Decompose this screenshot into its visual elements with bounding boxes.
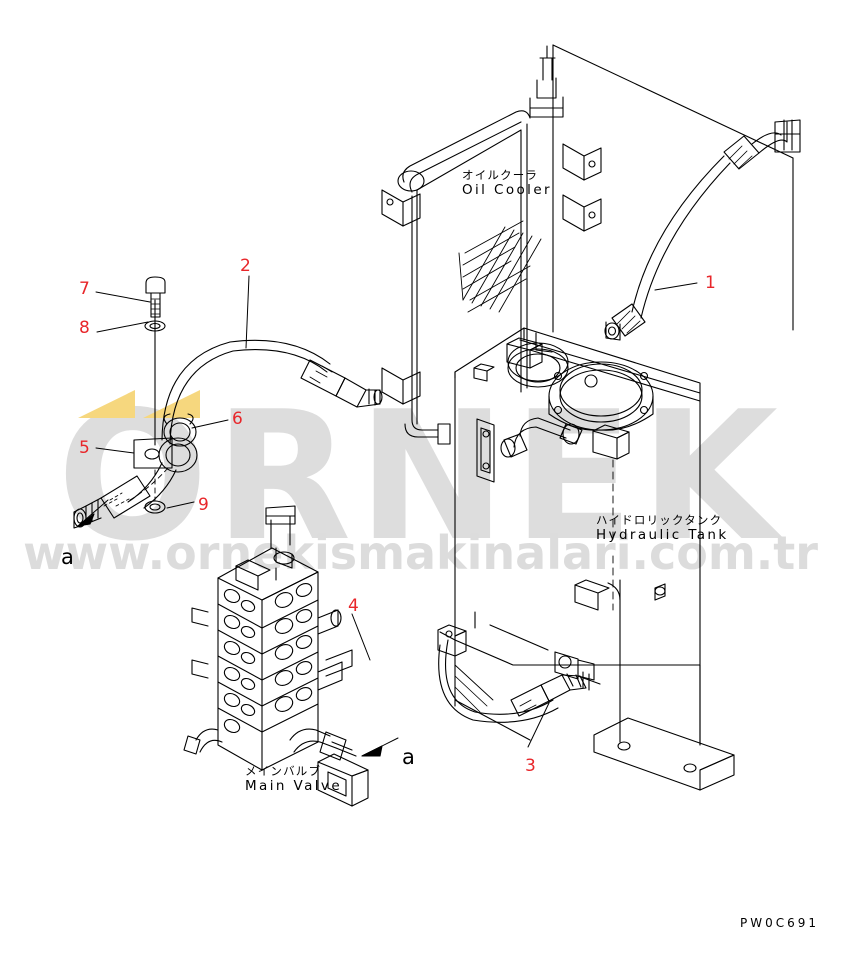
callout-2[interactable]: 2: [240, 256, 251, 276]
callout-6[interactable]: 6: [232, 409, 243, 429]
callout-7[interactable]: 7: [79, 279, 90, 299]
hydraulic-tank: [437, 327, 735, 791]
callout-9[interactable]: 9: [198, 495, 209, 515]
callout-5[interactable]: 5: [79, 438, 90, 458]
callout-4[interactable]: 4: [348, 596, 359, 616]
hose-1: [604, 119, 801, 341]
clamp-elbow-assembly: [73, 276, 198, 529]
callout-8[interactable]: 8: [79, 318, 90, 338]
section-mark-a-left: a: [61, 545, 74, 569]
hose-2: [161, 339, 383, 445]
section-mark-a-right: a: [402, 745, 415, 769]
section-arrows: [77, 499, 399, 757]
main-valve-assembly: [183, 505, 369, 807]
callout-1[interactable]: 1: [705, 273, 716, 293]
callout-3[interactable]: 3: [525, 756, 536, 776]
oil-cooler-assembly: [381, 44, 794, 445]
drawing-part-number: PW0C691: [739, 916, 819, 930]
hose-3: [438, 639, 587, 723]
callout-leader-lines: [95, 275, 698, 748]
